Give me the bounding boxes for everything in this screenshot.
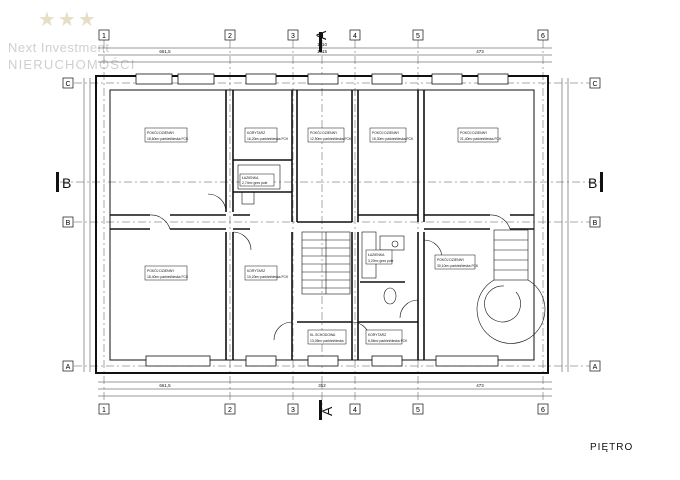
svg-text:6: 6 bbox=[541, 33, 545, 40]
dimension-label: 661,5 bbox=[159, 383, 171, 388]
svg-text:C: C bbox=[65, 81, 70, 88]
room-label: ŁAZIENKA bbox=[242, 176, 259, 180]
svg-text:B: B bbox=[593, 220, 598, 227]
axis-marker-5: 5 5 bbox=[412, 29, 424, 415]
dimension-label: 1015 bbox=[317, 49, 328, 54]
section-mark-left: B bbox=[62, 175, 71, 191]
axis-marker-4: 4 4 bbox=[349, 29, 361, 415]
rating-stars-icon: ★★★ bbox=[38, 9, 98, 31]
section-mark-right: B bbox=[588, 175, 597, 191]
brand-line2: NIERUCHOMOŚCI bbox=[8, 57, 136, 72]
section-mark-bottom: A bbox=[319, 406, 335, 416]
room-label: KL.SCHODOWA bbox=[310, 333, 336, 337]
floor-label: PIĘTRO bbox=[590, 442, 634, 453]
axis-marker-B: B B bbox=[62, 216, 601, 228]
brand-logo: ★★★ Next Investment NIERUCHOMOŚCI bbox=[4, 9, 164, 72]
spiral-staircase bbox=[476, 229, 546, 344]
room-label: POKÓJ DZIENNY bbox=[147, 268, 175, 273]
svg-text:A: A bbox=[593, 364, 598, 371]
room-label: KORYTARZ bbox=[247, 131, 265, 135]
row-axis-markers: C C B B A A bbox=[62, 77, 601, 372]
room-label: POKÓJ DZIENNY bbox=[460, 130, 488, 135]
room-area: 2,74m² gres pole bbox=[242, 181, 268, 185]
axis-marker-6: 6 6 bbox=[537, 29, 549, 415]
room-area: 15,30m² parkiet/deska FCK bbox=[372, 137, 414, 141]
room-labels: POKÓJ DZIENNY 18,60m² parkiet/deska FCK … bbox=[147, 130, 502, 343]
axis-marker-1: 1 1 bbox=[98, 29, 110, 415]
dimension-labels: 1810 661,5 1015 473 661,5 352 473 bbox=[159, 42, 484, 388]
room-label-boxes bbox=[144, 127, 499, 345]
room-area: 30,10m² parkiet/deska FCK bbox=[437, 264, 479, 268]
section-marks: A A B B bbox=[56, 30, 603, 420]
dimension-label: 352 bbox=[318, 383, 326, 388]
svg-text:B: B bbox=[66, 220, 71, 227]
svg-text:C: C bbox=[592, 81, 597, 88]
room-label: KORYTARZ bbox=[247, 269, 265, 273]
room-area: 13,05m² parkiet/deska bbox=[310, 339, 344, 343]
axis-marker-A: A A bbox=[62, 360, 601, 372]
room-area: 6,56m² parkiet/deska FCK bbox=[368, 339, 408, 343]
svg-text:1: 1 bbox=[102, 407, 106, 414]
room-area: 21,40m² parkiet/deska FCK bbox=[460, 137, 502, 141]
axis-marker-2: 2 2 bbox=[224, 29, 236, 415]
room-area: 18,60m² parkiet/deska FCK bbox=[147, 137, 189, 141]
svg-text:3: 3 bbox=[291, 407, 295, 414]
dimension-label: 661,5 bbox=[159, 49, 171, 54]
room-label: POKÓJ DZIENNY bbox=[437, 257, 465, 262]
room-area: 12,50m² parkiet/deska FCK bbox=[310, 137, 352, 141]
room-area: 10,20m² parkiet/deska FCK bbox=[247, 275, 289, 279]
dimension-label: 473 bbox=[476, 383, 484, 388]
svg-text:6: 6 bbox=[541, 407, 545, 414]
room-area: 16,20m² parkiet/deska FCK bbox=[247, 137, 289, 141]
windows bbox=[135, 73, 509, 367]
room-label: POKÓJ DZIENNY bbox=[372, 130, 400, 135]
svg-text:A: A bbox=[66, 364, 71, 371]
interior-walls bbox=[110, 90, 534, 360]
room-label: POKÓJ DZIENNY bbox=[147, 130, 175, 135]
room-label: KORYTARZ bbox=[368, 333, 386, 337]
svg-text:5: 5 bbox=[416, 407, 420, 414]
svg-text:2: 2 bbox=[228, 33, 232, 40]
axis-marker-3: 3 3 bbox=[287, 29, 299, 415]
svg-text:4: 4 bbox=[353, 407, 357, 414]
svg-text:5: 5 bbox=[416, 33, 420, 40]
room-area: 3,20m² gres pole bbox=[368, 259, 394, 263]
svg-text:2: 2 bbox=[228, 407, 232, 414]
room-label: ŁAZIENKA bbox=[368, 253, 385, 257]
svg-text:4: 4 bbox=[353, 33, 357, 40]
room-label: POKÓJ DZIENNY bbox=[310, 130, 338, 135]
brand-line1: Next Investment bbox=[8, 40, 110, 55]
dimension-lines bbox=[83, 47, 569, 397]
dimension-label: 1810 bbox=[317, 42, 328, 47]
axis-marker-C: C C bbox=[62, 77, 601, 89]
svg-text:1: 1 bbox=[102, 33, 106, 40]
dimension-label: 473 bbox=[476, 49, 484, 54]
room-area: 18,40m² parkiet/deska FCK bbox=[147, 275, 189, 279]
column-axis-markers: 1 1 2 2 3 3 4 4 5 5 bbox=[98, 29, 549, 415]
svg-text:3: 3 bbox=[291, 33, 295, 40]
staircase bbox=[301, 231, 351, 295]
